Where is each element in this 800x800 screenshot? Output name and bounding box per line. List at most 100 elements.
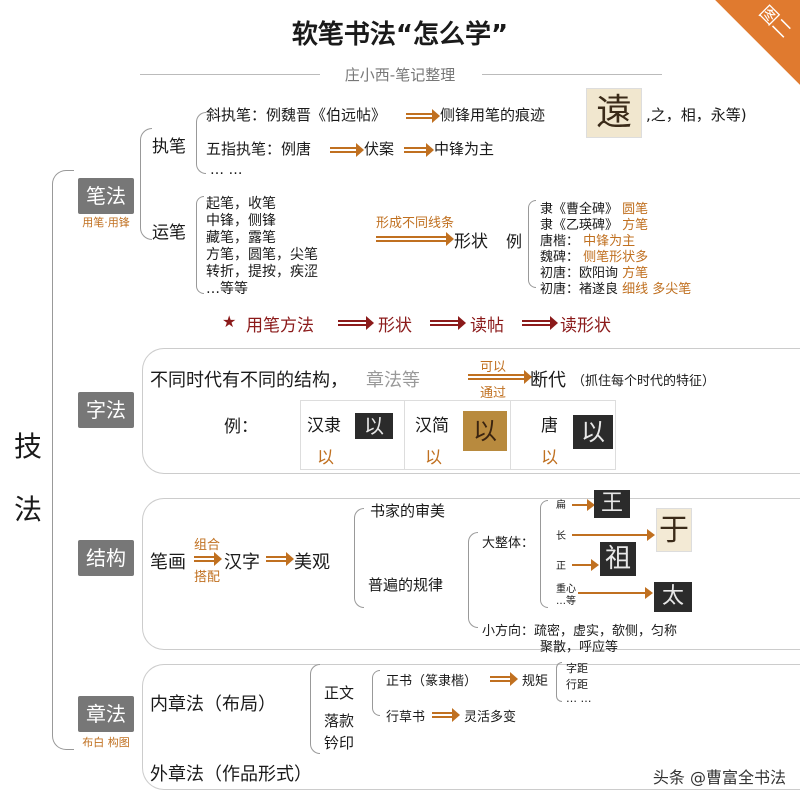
zifa-line-gray: 章法等 [366,370,420,391]
zhangfa-zhengshu: 正书（篆隶楷） [386,674,478,689]
shape-2-arrow [572,559,599,571]
jiegou-mid: 汉字 [224,552,260,573]
chain-arrow-1 [338,316,374,330]
yunbi-item-1: 中锋，侧锋 [206,213,276,229]
zifa-cell-tang: 唐 以 以 [511,401,615,469]
subtitle-rule-right [482,74,662,75]
bifa-badge: 笔法 [78,178,134,214]
subtitle-rule-left [140,74,320,75]
yunbi-example-1-value: 方笔 [622,218,649,233]
yunbi-example-brace [528,200,536,288]
jiegou-arrow-1 [194,552,222,566]
zifa-cell-0-name: 汉隶 [307,416,341,436]
chain-step-0: 用笔方法 [246,316,314,336]
zifa-cell-2-name: 唐 [541,416,558,436]
jiegou-arrow-top: 组合 [194,538,221,553]
yunbi-item-4: 转折，提按，疾涩 [206,264,318,280]
shape-3-arrow [578,587,653,599]
jiegou-section [142,498,800,650]
yunbi-example-2-label: 唐楷： [540,234,580,249]
zhibi-row2-mid: 伏案 [364,140,395,158]
zhibi-row1-arrow [406,109,440,123]
shape-0-label: 扁 [556,500,566,511]
zhangfa-text-brace [372,670,380,716]
chain-step-3: 读形状 [560,316,611,336]
zhibi-brace [196,112,206,174]
yunbi-example-4-value: 方笔 [622,266,649,281]
yunbi-example-label: 例 [506,232,523,251]
chain-step-2: 读帖 [470,316,504,336]
jiegou-end: 美观 [294,552,330,573]
zifa-cell-0-char-image: 以 [355,413,393,439]
shape-1-label: 长 [556,531,566,542]
yunbi-example-2: 唐楷： 中锋为主 [540,230,635,249]
shape-2-char-image: 祖 [600,542,636,576]
jiegou-rule-brace [468,532,478,628]
page-title: 软笔书法“怎么学” [291,20,509,50]
yunbi-brace [196,196,204,294]
zifa-cell-hanjian: 汉简 以 以 [405,401,511,469]
yunbi-example-1-label: 隶《乙瑛碑》 [540,218,619,233]
zifa-arrow [468,370,532,384]
jiegou-start: 笔画 [150,552,186,573]
zhangfa-badge: 章法 [78,696,134,732]
zhibi-row3: … … [210,162,243,178]
zhangfa-spacing-2: … … [566,692,592,705]
root-brace [52,170,74,750]
chain-arrow-3 [522,316,558,330]
yunbi-item-5: …等等 [206,281,248,297]
jiegou-direction-label-2: 聚散，呼应等 [540,640,619,655]
zifa-cell-1-char-label: 以 [425,448,442,468]
shape-3-label: 重心 …等 [556,584,576,607]
zhangfa-item-2: 钤印 [324,734,355,752]
zhibi-row2-arrow-1 [330,143,364,157]
yunbi-example-3-label: 魏碑： [540,250,580,265]
zhangfa-spacing-0: 字距 [566,662,588,675]
root-label-top: 技 [14,430,43,463]
jiegou-arrow-bottom: 搭配 [194,570,221,585]
yunbi-example-4-label: 初唐：欧阳询 [540,266,619,281]
jiegou-arrow-2 [266,552,294,566]
shape-0-arrow [572,499,595,511]
zhangfa-item-1: 落款 [324,712,355,730]
zhangfa-spacing-brace [556,662,562,702]
zhibi-row1-char-image: 遠 [586,88,642,138]
zifa-cell-1-char-image: 以 [463,411,507,451]
zhangfa-inner-brace [310,664,320,754]
zifa-example-table: 汉隶 以 以 汉简 以 以 唐 以 以 [300,400,616,470]
zifa-note: （抓住每个时代的特征） [572,374,716,389]
zhibi-row1-label: 斜执笔：例魏晋《伯远帖》 [206,106,387,124]
zhibi-row1-tail: ,之，相，永等) [646,106,747,124]
chain-star: ★ [222,312,237,331]
yunbi-example-0-value: 圆笔 [622,202,649,217]
zifa-result: 断代 [530,370,566,391]
yunbi-example-1: 隶《乙瑛碑》 方笔 [540,214,648,233]
zhangfa-spacing-1: 行距 [566,678,588,691]
zhibi-label: 执笔 [152,137,186,157]
yunbi-arrow [376,232,454,246]
zhangfa-section [142,664,800,790]
yunbi-label: 运笔 [152,223,186,243]
root-label-bottom: 法 [14,493,43,526]
zhangfa-xingcao-result: 灵活多变 [464,710,517,725]
jiegou-brace [354,508,364,608]
shape-3-char-image: 太 [654,582,692,612]
yunbi-example-0-label: 隶《曹全碑》 [540,202,619,217]
yunbi-example-5-label: 初唐：褚遂良 [540,282,619,297]
yunbi-example-2-value: 中锋为主 [583,234,636,249]
zhangfa-xingcao: 行草书 [386,710,426,725]
zhibi-row1-result: 侧锋用笔的痕迹 [440,106,546,124]
zifa-cell-2-char-label: 以 [541,448,558,468]
chain-step-1: 形状 [378,316,412,336]
yunbi-example-4: 初唐：欧阳询 方笔 [540,262,648,281]
page-subtitle: 庄小西-笔记整理 [344,66,456,84]
yunbi-example-3: 魏碑： 侧笔形状多 [540,246,648,265]
yunbi-example-0: 隶《曹全碑》 圆笔 [540,198,648,217]
bifa-brace [140,128,152,240]
zhibi-row2-arrow-2 [404,143,434,157]
jiegou-shape-brace [540,500,548,608]
zifa-arrow-bottom: 通过 [480,386,507,401]
shape-1-arrow [572,529,655,541]
bifa-badge-sub: 用笔·用锋 [82,216,130,229]
zifa-line-text: 不同时代有不同的结构， [150,370,348,391]
